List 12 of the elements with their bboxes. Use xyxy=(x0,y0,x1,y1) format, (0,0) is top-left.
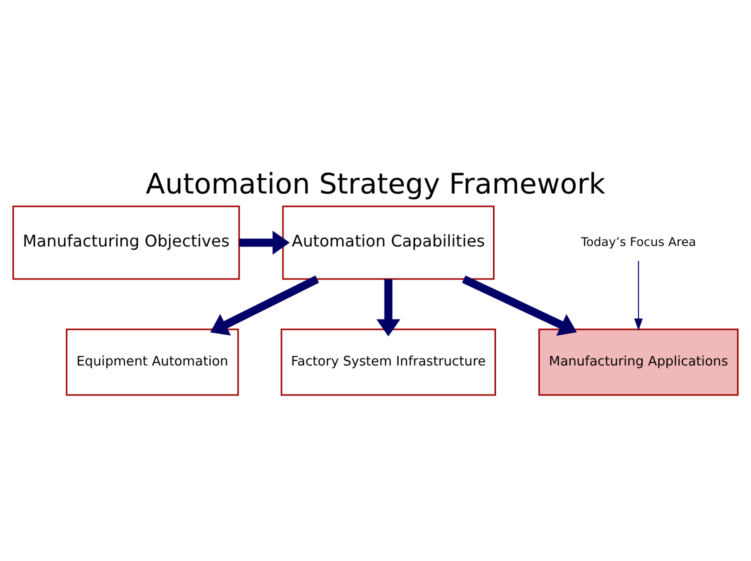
node-box: Factory System Infrastructure xyxy=(280,328,496,396)
node-box: Automation Capabilities xyxy=(282,205,494,280)
arrow xyxy=(376,278,400,336)
arrow xyxy=(634,260,643,330)
node-text: Today’s Focus Area xyxy=(580,234,696,248)
arrow xyxy=(239,230,290,254)
node-box: Equipment Automation xyxy=(66,328,239,396)
node-box: Manufacturing Applications xyxy=(538,328,739,396)
node-box: Manufacturing Objectives xyxy=(12,205,240,280)
arrow xyxy=(462,274,577,336)
arrow xyxy=(210,274,320,335)
diagram-title: Automation Strategy Framework xyxy=(146,167,606,200)
